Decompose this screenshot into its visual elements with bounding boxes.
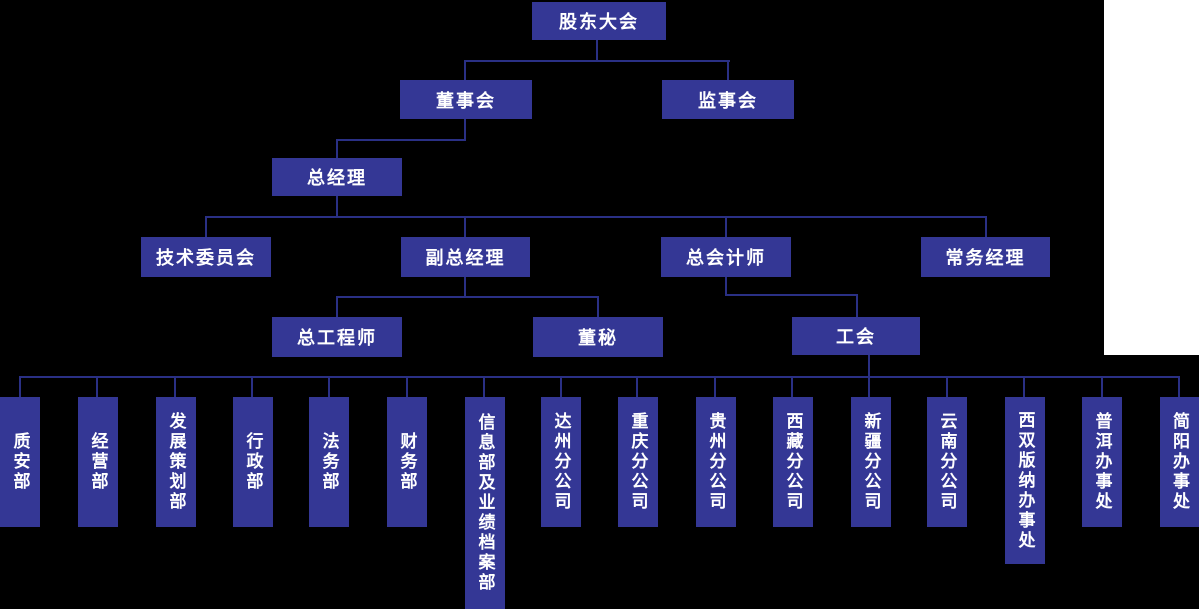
connector-line [251, 376, 253, 397]
connector-line [464, 60, 466, 80]
node-chief-engineer: 总工程师 [272, 317, 402, 357]
connector-line [205, 216, 207, 237]
connector-line [464, 119, 466, 140]
node-yunnan-branch: 云南分公司 [927, 397, 967, 527]
connector-line [1178, 376, 1180, 397]
node-technical-committee: 技术委员会 [141, 237, 271, 277]
connector-line [19, 376, 21, 397]
connector-line [596, 40, 598, 61]
connector-line [483, 376, 485, 397]
connector-line [791, 376, 793, 397]
connector-line [336, 296, 338, 317]
node-labor-union: 工会 [792, 317, 920, 355]
node-xishuangbanna-office: 西双版纳办事处 [1005, 397, 1045, 564]
connector-line [985, 216, 987, 237]
connector-line [96, 376, 98, 397]
node-deputy-general-manager: 副总经理 [401, 237, 530, 277]
node-quality-safety-dept: 质安部 [0, 397, 40, 527]
node-finance-dept: 财务部 [387, 397, 427, 527]
connector-line [406, 376, 408, 397]
node-dazhou-branch: 达州分公司 [541, 397, 581, 527]
connector-line [725, 216, 727, 237]
node-chongqing-branch: 重庆分公司 [618, 397, 658, 527]
node-tibet-branch: 西藏分公司 [773, 397, 813, 527]
node-development-planning-dept: 发展策划部 [156, 397, 196, 527]
connector-line [1023, 376, 1025, 397]
connector-line [1101, 376, 1103, 397]
connector-line [946, 376, 948, 397]
node-executive-manager: 常务经理 [921, 237, 1050, 277]
node-jianyang-office: 简阳办事处 [1160, 397, 1199, 527]
node-guizhou-branch: 贵州分公司 [696, 397, 736, 527]
connector-line [464, 60, 730, 62]
connector-line [597, 296, 599, 317]
connector-line [206, 216, 987, 218]
connector-line [19, 376, 1180, 378]
connector-line [560, 376, 562, 397]
connector-line [714, 376, 716, 397]
node-shareholders-meeting: 股东大会 [532, 2, 666, 40]
node-chief-accountant: 总会计师 [661, 237, 791, 277]
node-general-manager: 总经理 [272, 158, 402, 196]
connector-line [336, 196, 338, 217]
node-puer-office: 普洱办事处 [1082, 397, 1122, 527]
connector-line [727, 60, 729, 80]
connector-line [336, 139, 338, 158]
node-info-performance-archives-dept: 信息部及业绩档案部 [465, 397, 505, 609]
connector-line [464, 277, 466, 296]
node-administration-dept: 行政部 [233, 397, 273, 527]
node-supervisory-board: 监事会 [662, 80, 794, 119]
connector-line [725, 277, 727, 296]
connector-line [464, 216, 466, 237]
node-operations-dept: 经营部 [78, 397, 118, 527]
connector-line [725, 294, 858, 296]
node-legal-dept: 法务部 [309, 397, 349, 527]
white-mask-overlay [1104, 0, 1199, 355]
connector-line [636, 376, 638, 397]
connector-line [336, 296, 599, 298]
connector-line [856, 294, 858, 317]
connector-line [336, 139, 466, 141]
node-board-secretary: 董秘 [533, 317, 663, 357]
connector-line [328, 376, 330, 397]
node-board-of-directors: 董事会 [400, 80, 532, 119]
node-xinjiang-branch: 新疆分公司 [851, 397, 891, 527]
connector-line [174, 376, 176, 397]
